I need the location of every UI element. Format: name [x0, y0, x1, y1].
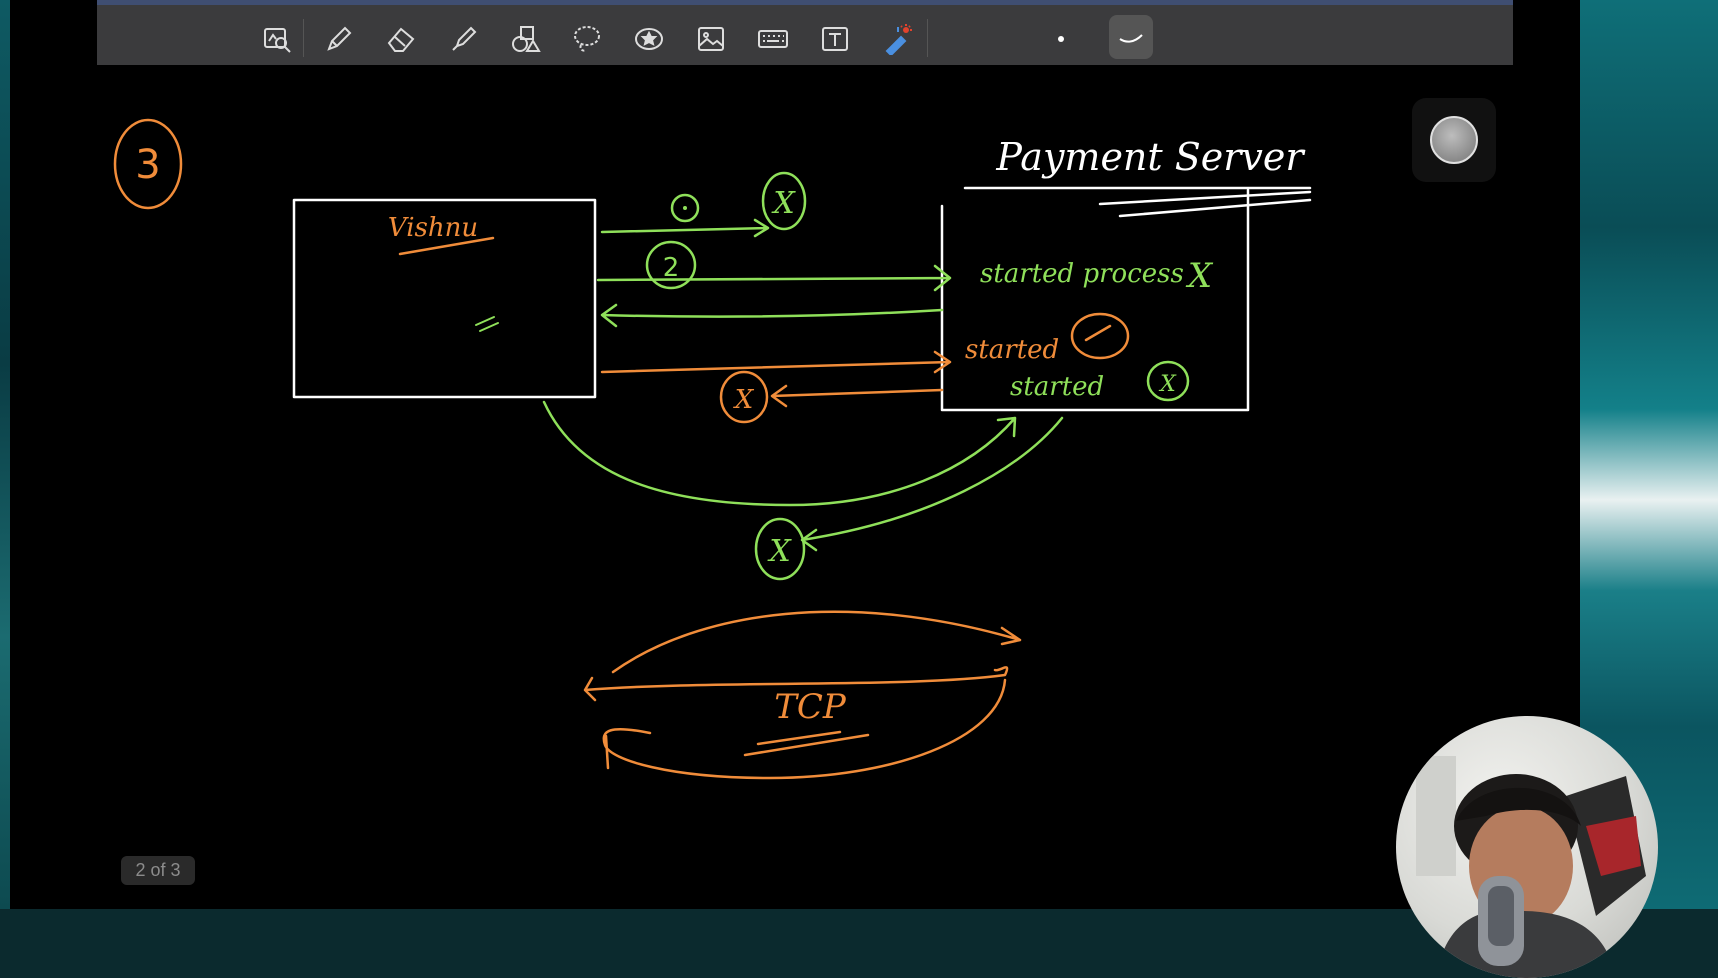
- stroke-style-icon[interactable]: [1109, 15, 1153, 59]
- dot-color-icon[interactable]: [1041, 19, 1081, 59]
- image-icon[interactable]: [691, 19, 731, 59]
- wallpaper-left: [0, 0, 10, 909]
- laser-pointer-icon[interactable]: [877, 19, 917, 59]
- eraser-icon[interactable]: [381, 19, 421, 59]
- server-underline: [1098, 190, 1312, 218]
- text-icon[interactable]: [815, 19, 855, 59]
- client-box: [292, 198, 597, 399]
- success-circle: [1070, 312, 1130, 360]
- tcp-underline: [743, 730, 870, 757]
- fail-mark-orange: X: [733, 385, 755, 415]
- row1-text: started process: [980, 259, 1184, 289]
- fail-mark-top: X: [771, 186, 796, 221]
- step-circle: [113, 118, 183, 210]
- pen-icon[interactable]: [319, 19, 359, 59]
- lasso-icon[interactable]: [567, 19, 607, 59]
- arrow-response-2: [600, 303, 944, 328]
- tcp-label: TCP: [774, 687, 847, 727]
- arrow-curve-request: [542, 400, 1017, 507]
- page-indicator: 2 of 3: [121, 856, 195, 885]
- tcp-arrow-middle: [583, 666, 1009, 702]
- small-circle: [670, 193, 700, 223]
- presenter-avatar: [1416, 756, 1646, 978]
- ruler-zoom-icon[interactable]: [257, 19, 297, 59]
- sticker-icon[interactable]: [629, 19, 669, 59]
- arrow-request-2: [596, 264, 952, 292]
- server-label: Payment Server: [995, 135, 1306, 179]
- success-check-icon: [1084, 324, 1112, 342]
- arrow-request-3: [600, 350, 952, 374]
- handwritten-diagram: 3 Vishnu Payment Server X 2 started proc…: [113, 118, 1312, 780]
- fail-circle-orange: [719, 370, 769, 424]
- arrow-curve-response: [800, 416, 1064, 552]
- step-number: 3: [135, 142, 160, 188]
- highlighter-icon[interactable]: [443, 19, 483, 59]
- fail-circle-row3: [1146, 360, 1190, 402]
- arrow-response-3: [770, 384, 944, 408]
- fail-mark-bottom: X: [767, 534, 792, 569]
- small-circle-dot: [683, 206, 687, 210]
- fail-circle-top: [761, 171, 807, 231]
- whiteboard-canvas[interactable]: 3 Vishnu Payment Server X 2 started proc…: [10, 0, 1580, 909]
- record-button[interactable]: [1412, 98, 1496, 182]
- row1-mark: X: [1185, 256, 1214, 296]
- tcp-arrow-top: [611, 610, 1022, 674]
- client-label: Vishnu: [388, 213, 478, 243]
- webcam-overlay: [1396, 716, 1658, 978]
- fail-circle-bottom: [754, 517, 806, 581]
- client-underline: [398, 236, 495, 256]
- row3-text: started: [1010, 372, 1104, 402]
- retry-circle: [645, 240, 697, 290]
- server-box: [940, 188, 1250, 412]
- toolbar-divider: [927, 19, 928, 57]
- fail-mark-row3: X: [1158, 372, 1177, 397]
- retry-number: 2: [663, 253, 680, 283]
- toolbar-divider: [303, 19, 304, 57]
- record-dot-icon: [1430, 116, 1478, 164]
- row2-text: started: [965, 335, 1059, 365]
- client-mark: [475, 316, 499, 332]
- shapes-icon[interactable]: [505, 19, 545, 59]
- tcp-arrow-bottom: [602, 678, 1007, 780]
- drawing-toolbar: [97, 0, 1513, 65]
- arrow-try-1: [600, 218, 770, 238]
- keyboard-icon[interactable]: [753, 19, 793, 59]
